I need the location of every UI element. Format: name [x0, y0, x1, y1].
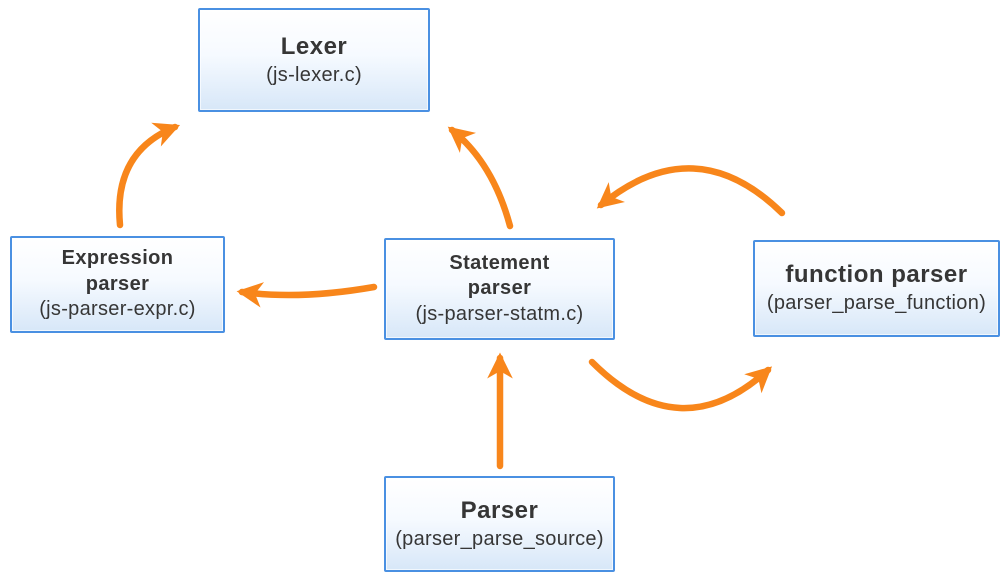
node-function-parser-title: function parser	[785, 261, 968, 289]
node-expression-parser-title-line1: Expression	[61, 247, 174, 270]
arrow-statement-parser-to-lexer	[447, 126, 514, 230]
node-expression-parser-title-line2: parser	[85, 272, 150, 295]
node-function-parser-subtitle: (parser_parse_function)	[766, 292, 987, 315]
node-expression-parser-subtitle: (js-parser-expr.c)	[39, 298, 196, 321]
node-function-parser: function parser (parser_parse_function)	[753, 240, 1000, 337]
node-lexer: Lexer (js-lexer.c)	[198, 8, 430, 112]
arrow-expression-parser-to-lexer	[116, 122, 181, 229]
arrow-statement-parser-to-expression-parser	[236, 282, 378, 308]
node-expression-parser: Expression parser (js-parser-expr.c)	[10, 236, 225, 333]
arrow-statement-parser-to-function-parser	[588, 358, 773, 412]
node-parser-subtitle: (parser_parse_source)	[395, 527, 604, 550]
arrow-function-parser-to-statement-parser	[596, 165, 786, 217]
node-statement-parser-title-line2: parser	[467, 277, 532, 300]
node-parser: Parser (parser_parse_source)	[384, 476, 615, 572]
node-lexer-title: Lexer	[280, 32, 348, 60]
node-statement-parser-subtitle: (js-parser-statm.c)	[415, 302, 584, 325]
node-parser-title: Parser	[460, 496, 539, 524]
node-statement-parser: Statement parser (js-parser-statm.c)	[384, 238, 615, 340]
node-statement-parser-title-line1: Statement	[449, 251, 550, 274]
node-lexer-subtitle: (js-lexer.c)	[266, 63, 362, 86]
